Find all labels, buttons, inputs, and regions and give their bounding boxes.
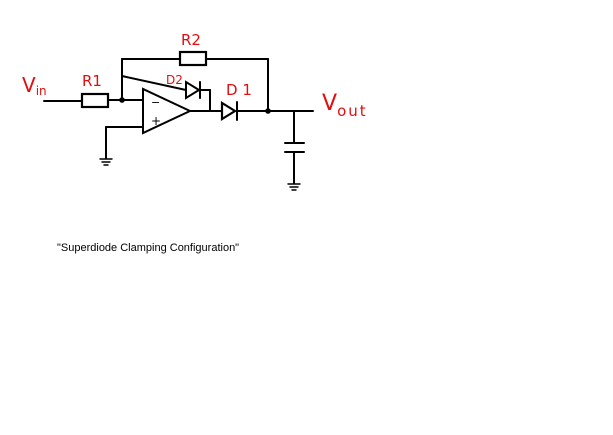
diagram-caption: "Superdiode Clamping Configuration" (57, 242, 239, 254)
output-node-dot (265, 108, 271, 114)
capacitor-ground-symbol (287, 183, 301, 191)
r1-resistor (80, 92, 110, 109)
d2-diode (121, 75, 211, 112)
op-amp: − + (142, 87, 193, 135)
opamp-plus-sign: + (151, 114, 161, 128)
r2-resistor (178, 50, 208, 67)
r1-label: R1 (82, 72, 102, 90)
capacitor (284, 110, 305, 184)
vout-label: Vout (322, 91, 368, 120)
d1-label: D 1 (226, 81, 252, 99)
noninverting-ground-path (99, 126, 144, 166)
d2-label: D2 (166, 73, 183, 87)
d1-diode (220, 101, 238, 121)
opamp-minus-sign: − (151, 96, 160, 109)
vin-label: Vin (22, 73, 47, 98)
r2-label: R2 (181, 31, 201, 49)
r2-feedback-path (121, 50, 269, 112)
